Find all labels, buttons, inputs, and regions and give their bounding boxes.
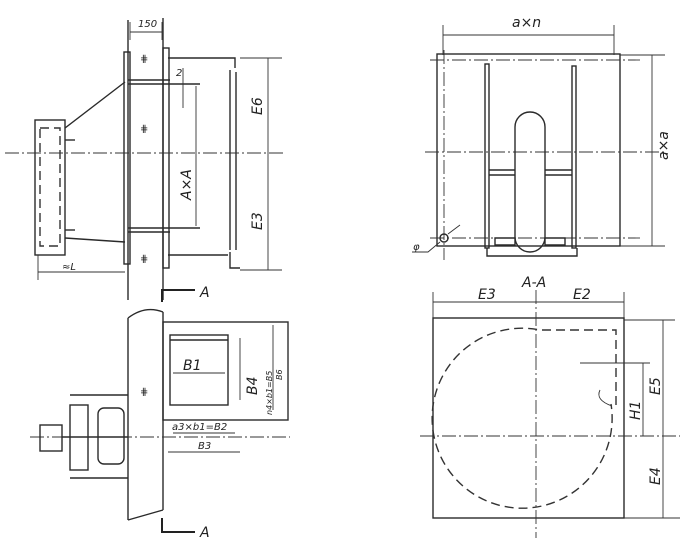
fan-housing <box>168 57 240 269</box>
front-view: a×n a×a φ <box>412 15 672 260</box>
weld-mark: ⋕ <box>140 254 148 265</box>
rod <box>571 65 577 249</box>
section-label: A <box>199 285 210 301</box>
dim-e2: E2 <box>573 287 591 303</box>
hole-symbol: φ <box>413 242 420 253</box>
plan-view: ⋕ B1 B4 n4×b1=B5 B6 a3×b1=B2 B3 A <box>30 308 290 541</box>
section-label: A <box>199 525 210 541</box>
dim-150: 150 <box>138 19 157 30</box>
dim-e4: E4 <box>648 467 664 485</box>
side-view: ⋕ ⋕ ⋕ 150 2 A×A E6 E3 ≈L A <box>5 18 285 302</box>
dim-opening: A×A <box>179 169 195 201</box>
dim-e6: E6 <box>250 97 266 115</box>
motor-housing <box>34 119 66 256</box>
weld-mark: ⋕ <box>140 387 148 398</box>
cone-upper <box>64 81 126 129</box>
dim-b2: a3×b1=B2 <box>172 422 227 433</box>
dim-b1: B1 <box>183 358 202 374</box>
volute-scroll <box>431 327 617 509</box>
weld-mark: ⋕ <box>140 54 148 65</box>
slot <box>514 111 546 253</box>
dim-b6: B6 <box>275 369 284 380</box>
dim-e3: E3 <box>250 212 266 230</box>
opening-b1 <box>169 334 229 406</box>
dim-h1: H1 <box>628 401 644 420</box>
rod <box>484 63 490 249</box>
section-marker <box>161 518 195 533</box>
coupling <box>97 407 125 465</box>
housing-outline <box>432 317 625 519</box>
frame <box>436 53 621 247</box>
dim-b5: n4×b1=B5 <box>265 371 274 415</box>
dim-length: ≈L <box>62 262 76 273</box>
dim-b4: B4 <box>245 376 261 395</box>
section-view: A-A E3 E2 H1 E5 E4 <box>420 275 680 538</box>
motor-inner <box>39 127 61 247</box>
dim-gap: 2 <box>176 68 182 79</box>
section-marker <box>161 289 195 302</box>
dim-width: a×n <box>512 15 541 31</box>
weld-mark: ⋕ <box>140 124 148 135</box>
shaft-end <box>39 424 63 452</box>
section-title: A-A <box>521 275 546 291</box>
dim-height: a×a <box>656 131 672 160</box>
hole <box>439 233 449 243</box>
dim-b3: B3 <box>198 441 211 452</box>
cone-lower <box>64 237 126 243</box>
flange-plate <box>127 308 164 521</box>
dim-e5: E5 <box>648 377 664 395</box>
dim-e3: E3 <box>478 287 496 303</box>
